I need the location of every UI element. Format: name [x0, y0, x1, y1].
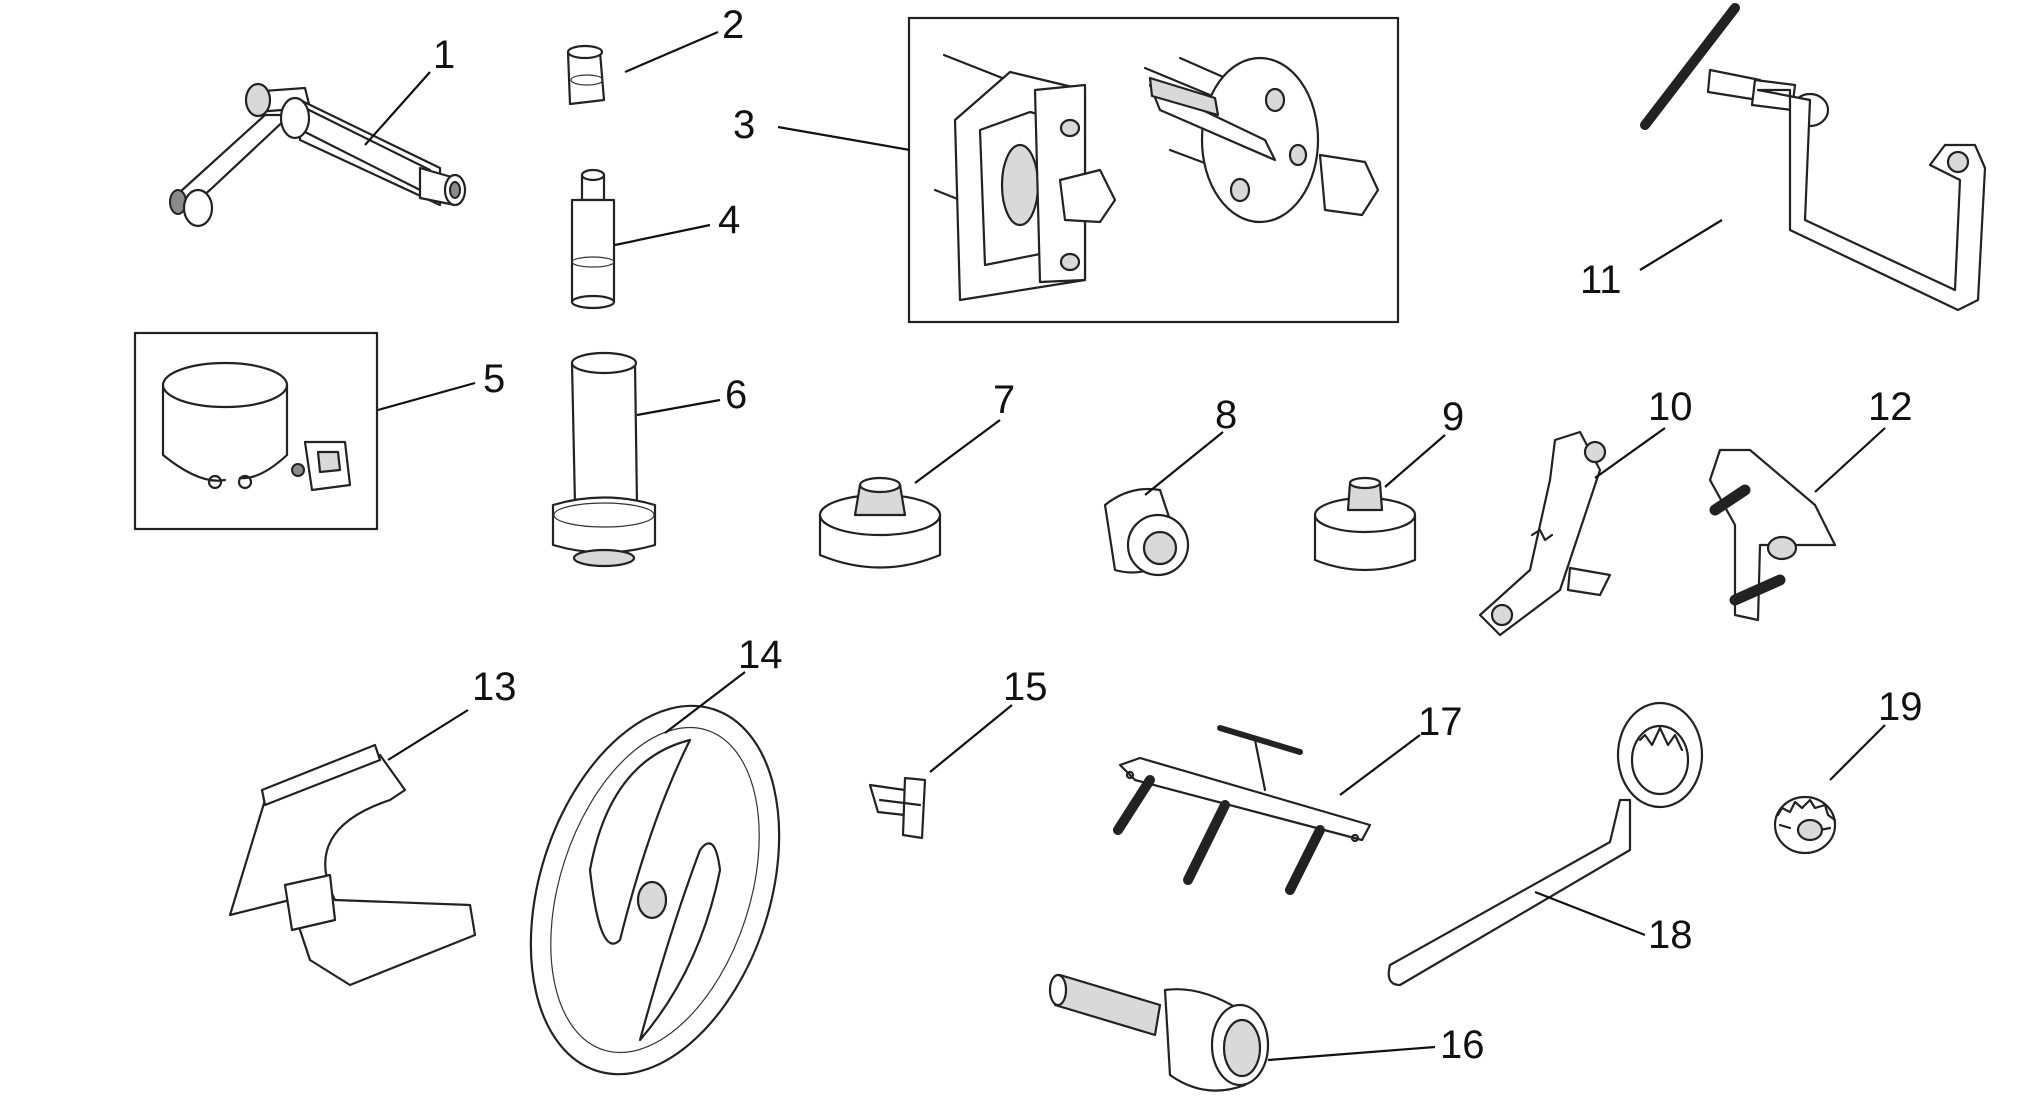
callout-1: 1: [433, 33, 455, 77]
tool-17-fork-tool: [1113, 725, 1372, 895]
tool-4-pin: [570, 168, 616, 310]
leader-1: [364, 71, 431, 146]
callout-5: 5: [483, 357, 505, 401]
callout-18: 18: [1648, 913, 1693, 957]
callout-9: 9: [1442, 395, 1464, 439]
tool-15-small-bracket: [868, 776, 927, 840]
callout-2: 2: [722, 3, 744, 47]
tool-1-crank-holder: [169, 82, 467, 228]
tool-5-frame: [133, 331, 379, 531]
tool-18-spanner: [1387, 701, 1704, 987]
leader-19: [1829, 724, 1886, 781]
leader-18: [1534, 890, 1646, 937]
tool-3-puller-set: [907, 16, 1400, 324]
leader-2: [624, 30, 719, 74]
leader-3: [777, 125, 911, 152]
tool-13-bracket: [228, 743, 477, 987]
callout-numbers: 1 2 3 4 5 6 7 8 9 10 11 12 13 14 15 16 1…: [433, 3, 1923, 1067]
callout-14: 14: [738, 633, 783, 677]
callout-8: 8: [1215, 393, 1237, 437]
callout-13: 13: [472, 665, 517, 709]
callout-6: 6: [725, 373, 747, 417]
tool-10-flywheel-lock: [1478, 430, 1612, 637]
callout-15: 15: [1003, 665, 1048, 709]
tool-2-bush: [566, 44, 606, 106]
leader-12: [1814, 427, 1886, 493]
callout-4: 4: [718, 198, 740, 242]
callout-11: 11: [1580, 258, 1622, 302]
tool-16-threaded-punch: [1048, 973, 1270, 1092]
leader-14: [664, 671, 746, 734]
callout-19: 19: [1878, 685, 1923, 729]
leader-15: [929, 704, 1013, 773]
callout-3: 3: [733, 103, 755, 147]
tool-5-clamp-set: [133, 331, 379, 531]
leader-11: [1639, 219, 1723, 271]
tool-6-punch: [551, 351, 657, 568]
tool-7-adapter: [818, 476, 942, 569]
leader-lines: [364, 30, 1886, 1062]
leader-16: [1267, 1045, 1436, 1062]
callout-12: 12: [1868, 385, 1913, 429]
tool-11-c-clamp: [1640, 3, 1987, 312]
tool-3-frame: [907, 16, 1400, 324]
leader-13: [387, 709, 469, 761]
callout-17: 17: [1418, 700, 1463, 744]
tool-9-adapter: [1313, 476, 1417, 572]
tool-8-socket: [1103, 487, 1190, 577]
leader-17: [1339, 734, 1421, 796]
callout-10: 10: [1648, 385, 1693, 429]
tool-14-degree-wheel: [529, 704, 781, 1076]
leader-8: [1144, 431, 1224, 496]
leader-7: [914, 419, 1001, 484]
leader-10: [1594, 427, 1666, 479]
leader-5: [377, 381, 476, 412]
leader-6: [636, 398, 721, 417]
callout-7: 7: [993, 378, 1015, 422]
leader-9: [1384, 434, 1446, 488]
leader-4: [614, 223, 711, 247]
tool-19-gear-socket: [1773, 795, 1837, 855]
tool-12-pin-plate: [1708, 448, 1837, 622]
callout-16: 16: [1440, 1023, 1485, 1067]
